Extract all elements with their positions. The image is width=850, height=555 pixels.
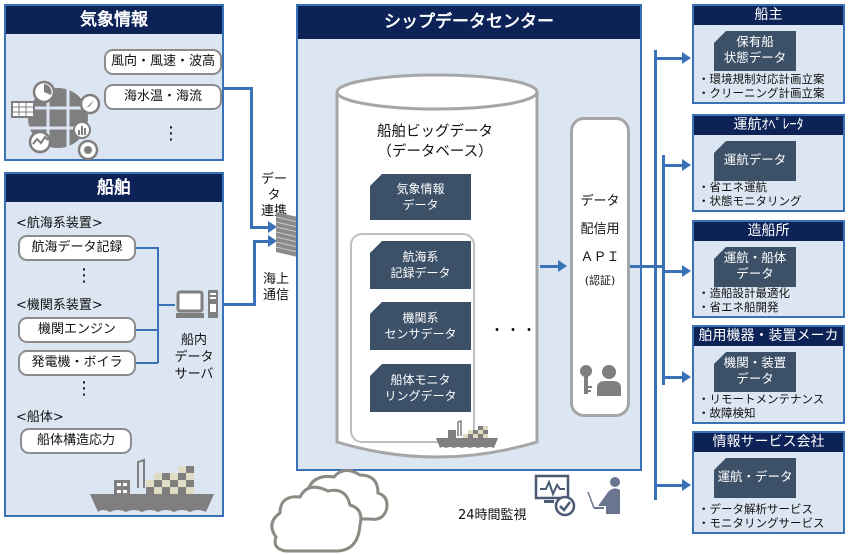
recipient-arrowhead <box>682 265 691 277</box>
recipient-arrowhead <box>682 159 691 171</box>
recipient-arrow-line <box>654 57 684 60</box>
recipient-title: 舶用機器・装置メーカ <box>694 327 843 346</box>
data-api-box <box>570 117 630 417</box>
db-to-api-line <box>540 265 560 268</box>
recipient-use-1: ・省エネ運航 <box>698 180 767 194</box>
recipient-data-tag: 運航・データ <box>714 458 796 498</box>
weather-link-line-h2 <box>250 226 270 229</box>
key-user-icon <box>580 365 621 396</box>
recipient-trunk-outer <box>654 50 657 500</box>
data-link-label: データ 連携 <box>260 172 287 219</box>
recipient-arrow-line <box>662 270 684 273</box>
ship-group-navigation: <航海系装置> <box>16 216 103 231</box>
ship-group-hull: <船体> <box>16 410 64 425</box>
recipient-data-tag: 保有船 状態データ <box>714 31 796 71</box>
ship-link-line-v <box>253 240 256 306</box>
sea-comm-label: 海上 通信 <box>262 272 289 303</box>
recipient-arrow-line <box>654 484 684 487</box>
database-title: 船舶ビッグデータ （データベース） <box>377 124 493 160</box>
ship-engine-ellipsis: ⋮ <box>75 378 93 399</box>
recipient-panel: 運航ｵﾍﾟﾚｰﾀ 運航データ ・省エネ運航 ・状態モニタリング <box>692 114 845 212</box>
weather-item-sea: 海水温・海流 <box>104 84 222 110</box>
recipient-use-2: ・状態モニタリング <box>698 194 802 208</box>
connector-generator <box>136 362 158 364</box>
ship-panel: 船舶 <航海系装置> 航海データ記録 ⋮ <機関系装置> 機関エンジン 発電機・… <box>4 172 224 517</box>
api-label-auth: (認証) <box>584 274 616 287</box>
connector-nav <box>136 247 158 249</box>
db-item-weather: 気象情報 データ <box>370 174 471 220</box>
db-item-nav-record: 航海系 記録データ <box>370 241 471 289</box>
recipient-title: 造船所 <box>694 222 843 241</box>
ship-link-arrowhead <box>268 235 277 247</box>
recipient-title: 情報サービス会社 <box>694 433 843 452</box>
weather-globe-icon <box>11 80 101 160</box>
db-more-ellipsis: ・・・ <box>490 323 538 339</box>
recipient-use-2: ・故障検知 <box>698 406 756 420</box>
operator-icon <box>587 477 620 514</box>
api-out-line <box>630 265 664 268</box>
weather-panel: 気象情報 風向・風速・波高 海水温・海流 ⋮ <box>4 4 224 161</box>
db-item-hull-monitoring: 船体モニタ リングデータ <box>370 364 471 412</box>
recipient-title: 船主 <box>694 6 843 25</box>
cargo-ship-icon <box>90 458 214 512</box>
weather-link-line-h <box>224 87 252 90</box>
recipient-panel: 情報サービス会社 運航・データ ・データ解析サービス ・モニタリングサービス <box>692 431 845 534</box>
recipient-use-1: ・造船設計最適化 <box>698 286 790 300</box>
connector-engine <box>136 329 158 331</box>
ship-group-engine: <機関系装置> <box>16 298 103 313</box>
ship-item-hull-stress: 船体構造応力 <box>20 428 132 454</box>
recipient-use-1: ・データ解析サービス <box>698 502 813 516</box>
weather-title: 気象情報 <box>6 6 222 34</box>
api-label-delivery: 配信用 <box>580 222 620 237</box>
api-label-data: データ <box>580 194 620 209</box>
weather-item-wind: 風向・風速・波高 <box>104 49 222 75</box>
weather-link-line-v <box>250 87 253 229</box>
recipient-use-1: ・リモートメンテナンス <box>698 392 825 406</box>
api-label-api: ＡＰＩ <box>580 250 620 265</box>
recipient-use-2: ・モニタリングサービス <box>698 516 825 530</box>
db-to-api-arrowhead <box>558 260 567 272</box>
ship-item-engine: 機関エンジン <box>18 317 136 343</box>
recipient-panel: 造船所 運航・船体 データ ・造船設計最適化 ・省エネ船開発 <box>692 220 845 318</box>
ship-link-line-h <box>224 303 256 306</box>
recipient-arrowhead <box>682 371 691 383</box>
ship-link-line-h2 <box>253 240 270 243</box>
connector-server <box>157 304 175 306</box>
ship-item-nav-record: 航海データ記録 <box>18 235 136 261</box>
recipient-panel: 舶用機器・装置メーカ 機関・装置 データ ・リモートメンテナンス ・故障検知 <box>692 325 845 424</box>
db-ship-icon <box>436 419 498 448</box>
monitor-check-icon <box>534 474 576 517</box>
recipient-arrow-line <box>662 164 684 167</box>
cloud-icon <box>270 469 389 553</box>
db-item-engine-sensor: 機関系 センサデータ <box>370 302 471 350</box>
recipient-use-2: ・クリーニング計画立案 <box>698 86 825 100</box>
ship-nav-ellipsis: ⋮ <box>75 265 93 286</box>
recipient-use-2: ・省エネ船開発 <box>698 300 779 314</box>
monitoring-label: 24時間監視 <box>458 508 527 523</box>
recipient-panel: 船主 保有船 状態データ ・環境規制対応計画立案 ・クリーニング計画立案 <box>692 4 845 104</box>
recipient-data-tag: 運航・船体 データ <box>714 247 796 287</box>
ship-title: 船舶 <box>6 174 222 202</box>
onboard-server-icon <box>176 290 218 318</box>
ship-item-generator: 発電機・ボイラ <box>18 350 136 376</box>
recipient-arrowhead <box>682 479 691 491</box>
recipient-use-1: ・環境規制対応計画立案 <box>698 72 825 86</box>
ship-data-center-title: シップデータセンター <box>298 6 640 39</box>
recipient-arrow-line <box>662 376 684 379</box>
weather-link-arrowhead <box>268 221 277 233</box>
recipient-arrowhead <box>682 52 691 64</box>
recipient-data-tag: 機関・装置 データ <box>714 352 796 392</box>
recipient-data-tag: 運航データ <box>714 141 796 181</box>
onboard-server-label: 船内 データ サーバ <box>174 333 214 382</box>
weather-ellipsis: ⋮ <box>162 123 180 144</box>
recipient-title: 運航ｵﾍﾟﾚｰﾀ <box>694 116 843 135</box>
